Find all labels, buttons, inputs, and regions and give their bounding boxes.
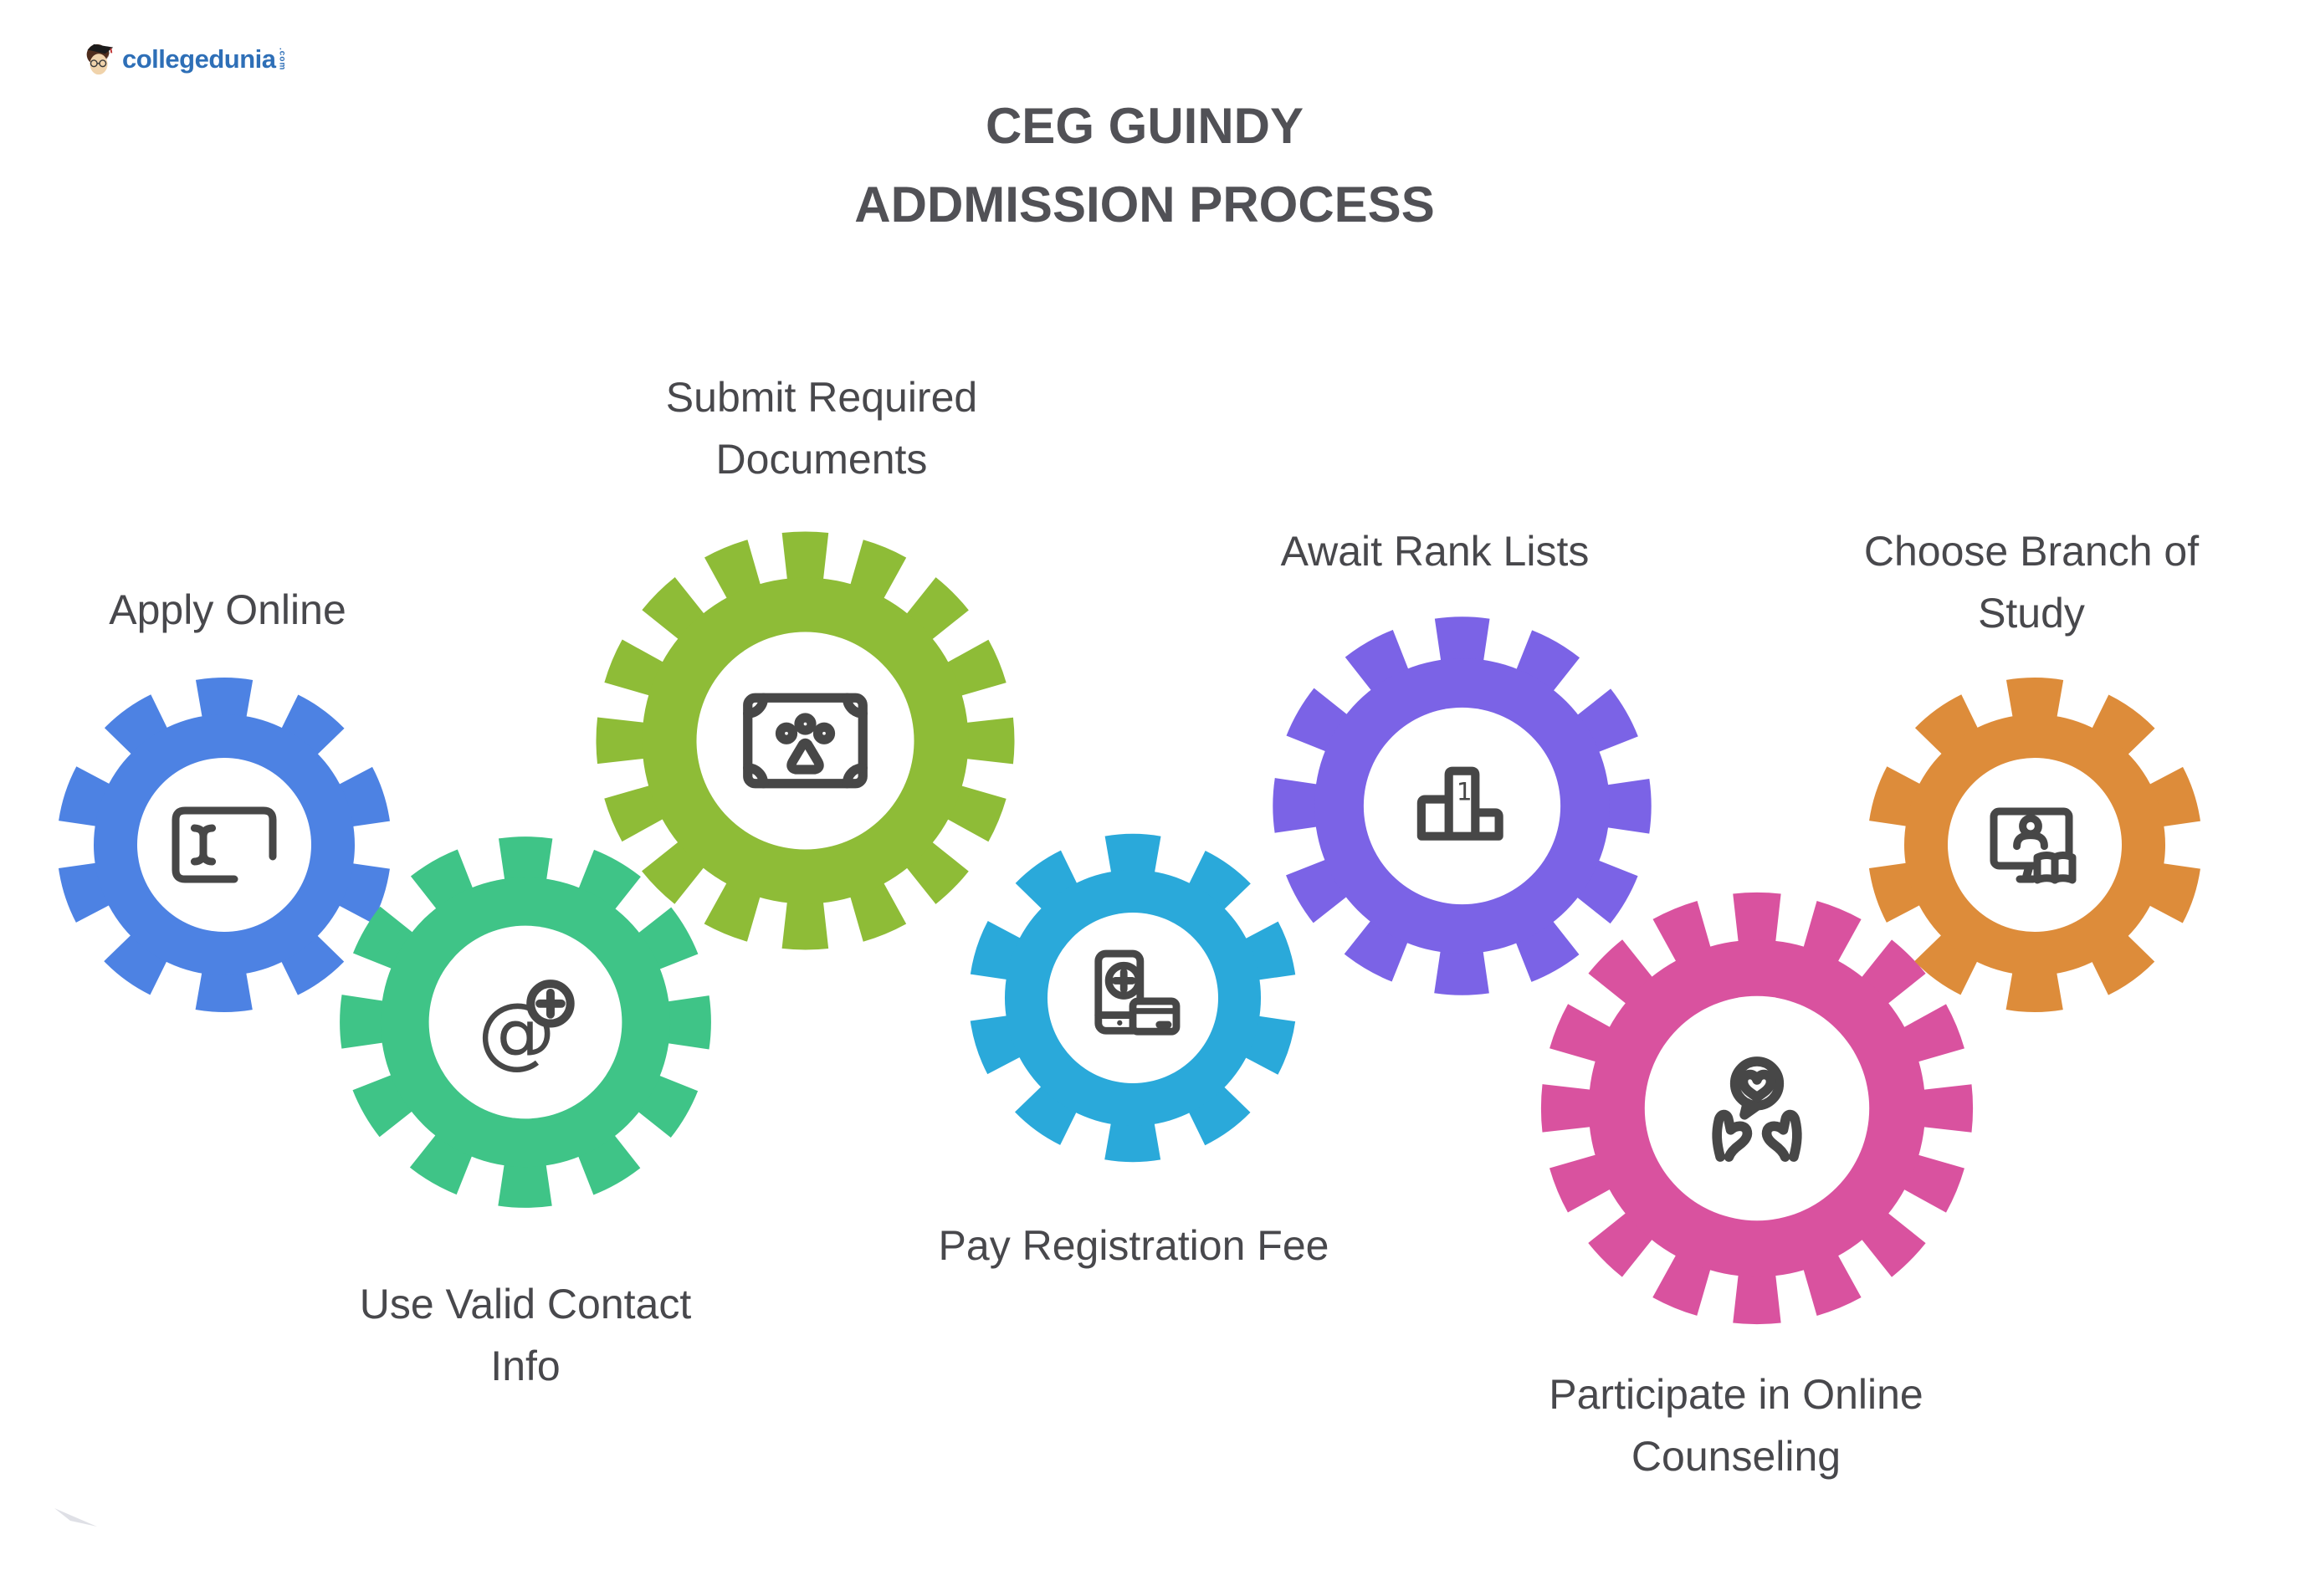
collegedunia-mascot-icon [86,43,114,75]
label-line: Counseling [1631,1433,1841,1480]
gear-hub [137,758,311,932]
step-label-await-rank-lists: Await Rank Lists [1184,520,1686,582]
browser-text-cursor-icon [172,806,277,883]
title-line-2: ADDMISSION PROCESS [854,176,1435,233]
label-line: Choose Branch of [1863,528,2200,575]
label-line: Submit Required [665,374,978,421]
gear-teeth [1867,677,2203,1013]
label-line: Documents [715,436,928,483]
step-label-pay-registration-fee: Pay Registration Fee [841,1215,1427,1276]
gear-hub [1948,758,2122,932]
gear-pay-registration-fee [968,833,1298,1163]
logo-suffix-text: .com [277,48,287,71]
gear-hub [1047,912,1219,1084]
gear-apply-online [56,677,392,1013]
step-label-participate-in-online-counseling: Participate in Online Counseling [1443,1363,2029,1487]
step-label-submit-required-documents: Submit Required Documents [571,366,1073,490]
at-sign-plus-icon: @ [478,980,575,1077]
hands-heart-chat-icon [1712,1056,1802,1162]
step-label-use-valid-contact-info: Use Valid Contact Info [274,1273,776,1397]
monitor-person-book-icon [1990,807,2077,884]
collegedunia-logo: collegedunia .com [80,38,286,80]
gear-teeth [1540,892,1974,1325]
gear-teeth [56,677,392,1013]
gear-participate-in-online-counseling [1540,892,1974,1325]
gear-submit-required-documents [596,531,1015,950]
phone-payment-card-icon [1094,949,1181,1036]
label-line: Apply Online [109,586,346,633]
svg-text:1: 1 [1457,778,1473,806]
gear-use-valid-contact-info: @ [340,836,711,1208]
step-label-apply-online: Apply Online [18,579,437,641]
title-line-1: CEG GUINDY [985,98,1304,154]
corner-cursor-artifact [54,1508,97,1527]
gear-hub [1363,707,1561,905]
gear-hub [428,925,622,1119]
label-line: Await Rank Lists [1280,528,1590,575]
document-paw-stamp-icon [743,693,868,789]
logo-brand-text: collegedunia [122,44,276,74]
label-line: Pay Registration Fee [938,1222,1329,1269]
label-line: Participate in Online [1549,1371,1923,1418]
step-label-choose-branch-of-study: Choose Branch of Study [1780,520,2282,644]
rank-podium-icon: 1 [1416,766,1503,841]
gear-await-rank-lists: 1 [1273,616,1652,995]
label-line: Info [490,1343,561,1389]
gear-teeth [340,836,711,1208]
label-line: Study [1978,590,2085,637]
page-title: CEG GUINDY ADDMISSION PROCESS [726,87,1563,244]
gear-choose-branch-of-study [1867,677,2203,1013]
label-line: Use Valid Contact [359,1281,692,1327]
